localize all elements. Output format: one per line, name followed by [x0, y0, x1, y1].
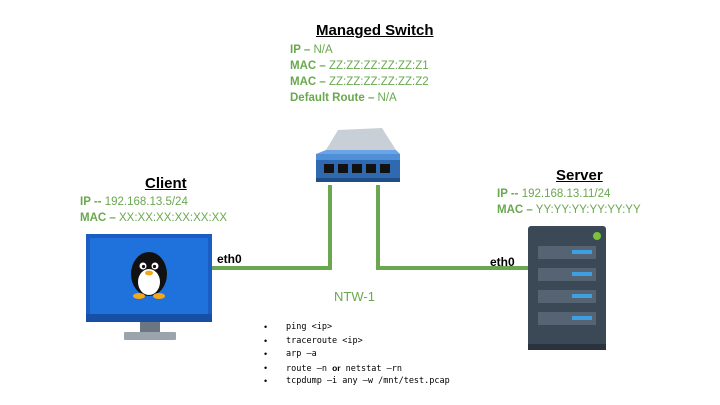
switch-ip-line: IP – N/A — [290, 42, 429, 58]
client-ip-line: IP -- 192.168.13.5/24 — [80, 194, 227, 210]
switch-title: Managed Switch — [316, 22, 434, 39]
server-rack-icon — [528, 226, 606, 350]
network-name: NTW-1 — [334, 289, 375, 304]
client-info: IP -- 192.168.13.5/24 MAC – XX:XX:XX:XX:… — [80, 194, 227, 226]
server-mac-label: MAC – — [497, 204, 533, 216]
command-ping: ping <ip> — [264, 321, 450, 335]
server-title: Server — [556, 167, 603, 184]
linux-monitor-icon — [86, 234, 212, 340]
command-route-or: or — [332, 362, 341, 373]
client-switch-link — [212, 185, 332, 270]
switch-mac1-value: ZZ:ZZ:ZZ:ZZ:ZZ:Z1 — [328, 60, 429, 72]
switch-mac1-label: MAC – — [290, 60, 326, 72]
client-mac-label: MAC – — [80, 212, 116, 224]
command-netstat-text: netstat –rn — [340, 363, 402, 374]
command-tcpdump-text: tcpdump –i any –w /mnt/test.pcap — [286, 376, 450, 386]
server-interface-label: eth0 — [490, 255, 515, 269]
switch-info: IP – N/A MAC – ZZ:ZZ:ZZ:ZZ:ZZ:Z1 MAC – Z… — [290, 42, 429, 106]
command-traceroute: traceroute <ip> — [264, 335, 450, 349]
client-interface-label: eth0 — [217, 252, 242, 266]
switch-ip-value: N/A — [313, 44, 333, 56]
server-switch-link — [376, 185, 528, 270]
command-arp-text: arp –a — [286, 349, 317, 359]
switch-ip-label: IP – — [290, 44, 311, 56]
client-title: Client — [145, 175, 187, 192]
server-mac-line: MAC – YY:YY:YY:YY:YY:YY — [497, 202, 641, 218]
server-ip-label: IP -- — [497, 188, 519, 200]
command-tcpdump: tcpdump –i any –w /mnt/test.pcap — [264, 375, 450, 389]
switch-mac2-value: ZZ:ZZ:ZZ:ZZ:ZZ:Z2 — [328, 76, 429, 88]
server-mac-value: YY:YY:YY:YY:YY:YY — [535, 204, 641, 216]
penguin-icon — [131, 252, 167, 299]
command-route: route –n or netstat –rn — [264, 362, 450, 376]
switch-mac2-line: MAC – ZZ:ZZ:ZZ:ZZ:ZZ:Z2 — [290, 74, 429, 90]
command-arp: arp –a — [264, 348, 450, 362]
client-mac-line: MAC – XX:XX:XX:XX:XX:XX — [80, 210, 227, 226]
command-route-text: route –n — [286, 363, 333, 374]
command-ping-text: ping <ip> — [286, 322, 333, 332]
switch-route-line: Default Route – N/A — [290, 90, 429, 106]
server-info: IP -- 192.168.13.11/24 MAC – YY:YY:YY:YY… — [497, 186, 641, 218]
command-traceroute-text: traceroute <ip> — [286, 335, 363, 346]
switch-mac2-label: MAC – — [290, 76, 326, 88]
server-ip-line: IP -- 192.168.13.11/24 — [497, 186, 641, 202]
client-ip-label: IP -- — [80, 196, 102, 208]
switch-route-value: N/A — [377, 92, 397, 104]
client-ip-value: 192.168.13.5/24 — [104, 196, 188, 208]
switch-route-label: Default Route – — [290, 92, 375, 104]
client-mac-value: XX:XX:XX:XX:XX:XX — [118, 212, 228, 224]
network-switch-icon — [316, 128, 400, 182]
command-list: ping <ip> traceroute <ip> arp –a route –… — [264, 321, 450, 389]
server-ip-value: 192.168.13.11/24 — [521, 188, 611, 200]
switch-mac1-line: MAC – ZZ:ZZ:ZZ:ZZ:ZZ:Z1 — [290, 58, 429, 74]
